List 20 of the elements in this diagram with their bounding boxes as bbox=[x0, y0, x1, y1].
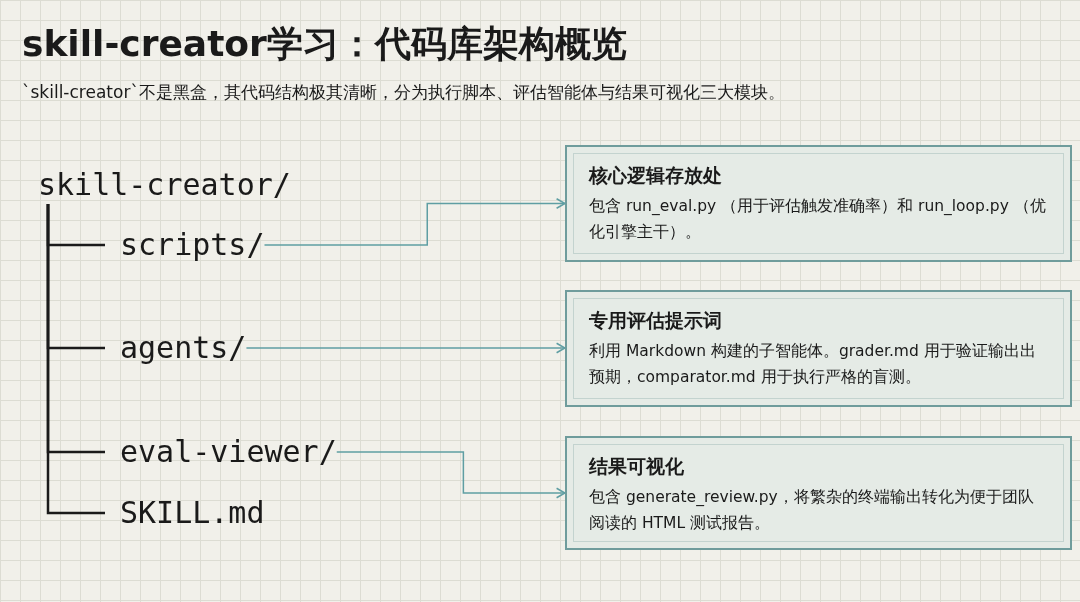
info-card bbox=[565, 290, 1072, 407]
folder-name: scripts/ bbox=[105, 226, 265, 264]
card-text: 包含 generate_review.py，将繁杂的终端输出转化为便于团队阅读的 HTML 测试报告。 bbox=[589, 487, 1035, 534]
arrow bbox=[263, 197, 566, 246]
card-text: 包含 run_eval.py （用于评估触发准确率）和 run_loop.py （优化引擎主干）。 bbox=[589, 196, 1047, 243]
arrow bbox=[245, 342, 566, 354]
card-heading: 专用评估提示词 bbox=[589, 308, 723, 333]
folder-name: SKILL.md bbox=[105, 494, 265, 532]
subtitle: `skill-creator`不是黑盒，其代码结构极其清晰，分为执行脚本、评估智能体与结果可视化三大模块。 bbox=[22, 81, 785, 104]
folder-name: agents/ bbox=[105, 329, 247, 367]
title: skill-creator学习：代码库架构概览 bbox=[22, 22, 627, 66]
info-card bbox=[565, 145, 1072, 262]
arrow bbox=[336, 451, 566, 499]
card-text: 利用 Markdown 构建的子智能体。grader.md 用于验证输出出预期，comparator.md 用于执行严格的盲测。 bbox=[589, 341, 1037, 388]
tree-line bbox=[46, 204, 105, 515]
folder-name: skill-creator/ bbox=[38, 166, 291, 204]
info-card bbox=[565, 436, 1072, 550]
folder-name: eval-viewer/ bbox=[105, 433, 337, 471]
card-heading: 核心逻辑存放处 bbox=[589, 163, 723, 188]
card-heading: 结果可视化 bbox=[589, 454, 685, 479]
